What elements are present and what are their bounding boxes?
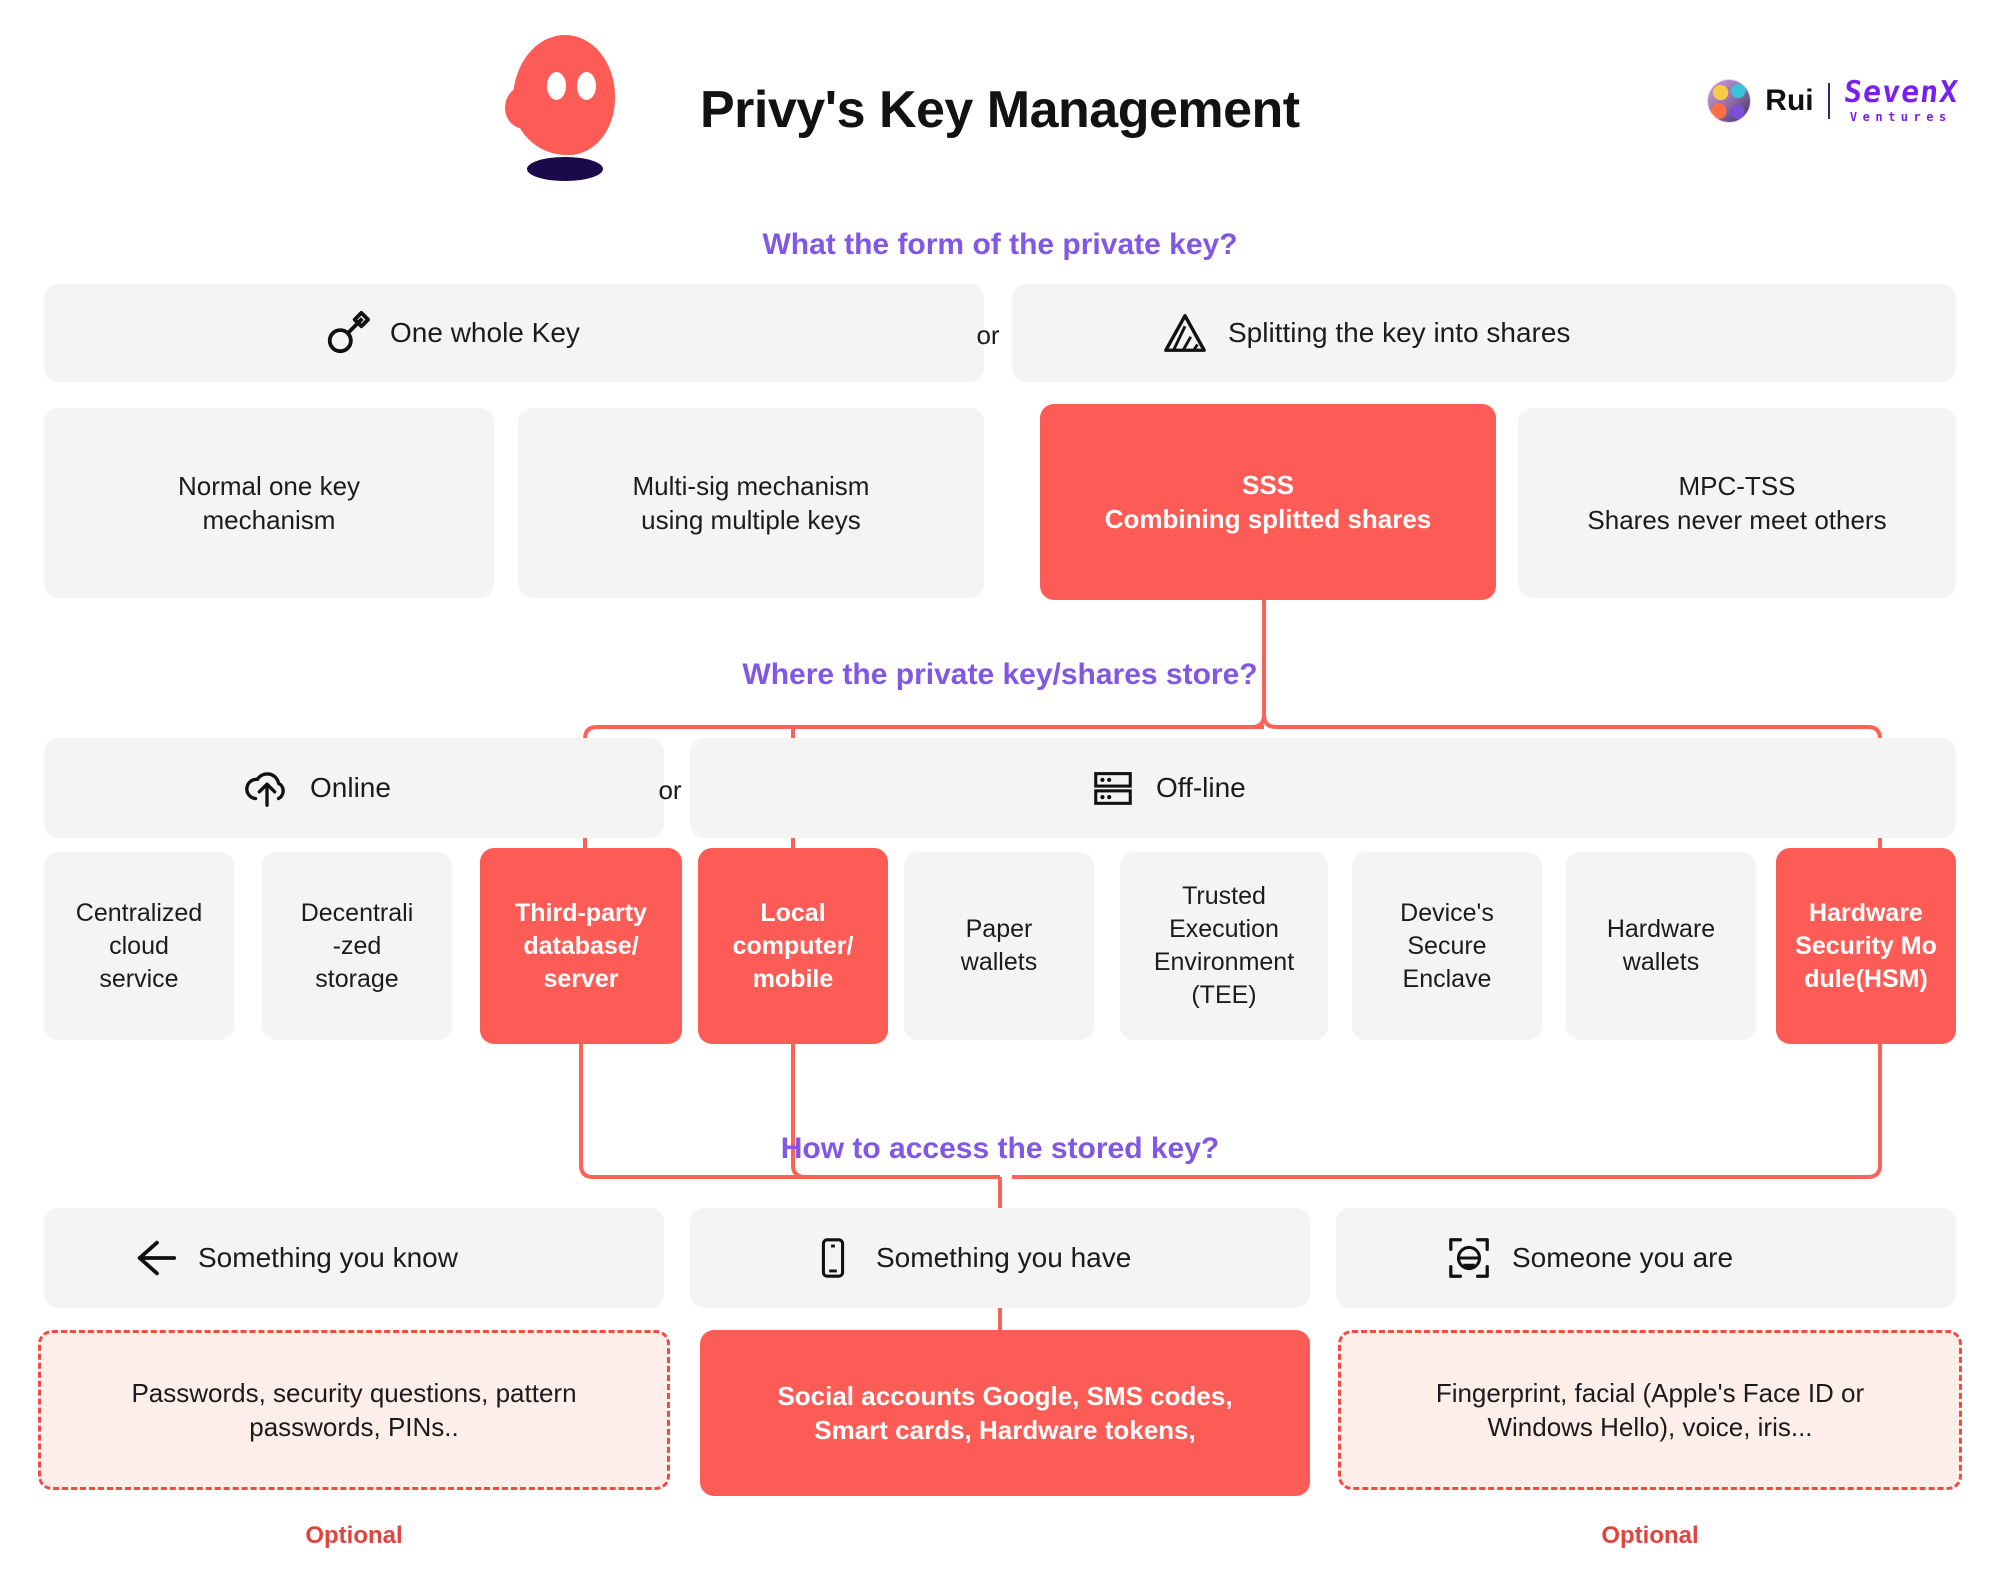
option-paper-wallets[interactable]: Paper wallets <box>904 852 1094 1040</box>
sevenx-logo: SevenX Ventures <box>1841 75 1960 124</box>
option-line-4: (TEE) <box>1191 981 1257 1009</box>
option-line-2: -zed <box>332 931 382 960</box>
option-line-2: Windows Hello), voice, iris... <box>1487 1412 1813 1442</box>
option-mpc-tss[interactable]: MPC-TSS Shares never meet others <box>1518 408 1956 598</box>
option-line-2: Combining splitted shares <box>1104 504 1432 534</box>
or-label-1: or <box>976 320 1000 350</box>
optional-label-right: Optional <box>1601 1522 1699 1549</box>
key-icon <box>327 310 370 354</box>
category-splitting-key-into-shares[interactable]: Splitting the key into shares <box>1012 284 1956 382</box>
option-line-3: Environment <box>1153 948 1295 976</box>
option-line-1: Multi-sig mechanism <box>632 470 870 501</box>
or-label-2: or <box>658 775 682 805</box>
category-label: Splitting the key into shares <box>1228 316 1571 348</box>
option-hardware-wallets[interactable]: Hardware wallets <box>1566 852 1756 1040</box>
option-line-3: service <box>99 964 179 993</box>
server-rack-icon <box>1094 772 1132 805</box>
option-hardware-security-module[interactable]: Hardware Security Mo dule(HSM) <box>1776 848 1956 1044</box>
option-line-2: mechanism <box>202 505 336 535</box>
option-line-3: server <box>543 964 619 993</box>
credit-author-name: Rui <box>1765 83 1814 117</box>
option-line-3: dule(HSM) <box>1804 964 1928 993</box>
category-something-you-know[interactable]: Something you know <box>44 1208 664 1308</box>
option-line-3: storage <box>315 964 399 993</box>
category-label: One whole Key <box>390 316 580 348</box>
option-line-1: Passwords, security questions, pattern <box>131 1377 577 1408</box>
option-centralized-cloud-service[interactable]: Centralized cloud service <box>44 852 234 1040</box>
category-label: Online <box>310 771 391 803</box>
section-question-1: What the form of the private key? <box>762 228 1238 261</box>
option-line-1: Social accounts Google, SMS codes, <box>777 1380 1233 1411</box>
option-line-2: wallets <box>960 948 1038 976</box>
option-line-1: MPC-TSS <box>1678 470 1796 501</box>
option-line-1: Normal one key <box>177 470 361 501</box>
cloud-upload-icon <box>245 772 285 807</box>
sevenx-wordmark: SevenX <box>1841 75 1960 110</box>
option-decentralized-storage[interactable]: Decentrali -zed storage <box>262 852 452 1040</box>
option-line-1: Decentrali <box>300 898 414 927</box>
split-triangle-icon <box>1164 314 1206 352</box>
category-label: Off-line <box>1156 771 1246 803</box>
option-line-1: Paper <box>965 915 1033 943</box>
option-line-1: Hardware <box>1606 915 1716 943</box>
avatar <box>1707 78 1752 123</box>
option-knowledge-factors[interactable]: Passwords, security questions, pattern p… <box>38 1330 670 1490</box>
optional-label-left: Optional <box>305 1522 403 1549</box>
option-line-3: Enclave <box>1402 964 1492 993</box>
face-scan-icon <box>1449 1238 1489 1278</box>
page-title: Privy's Key Management <box>700 81 1300 139</box>
option-multi-sig-mechanism[interactable]: Multi-sig mechanism using multiple keys <box>518 408 984 598</box>
page-header: Privy's Key Management Rui SevenX Ventur… <box>0 0 2000 190</box>
section-question-3: How to access the stored key? <box>780 1132 1220 1165</box>
option-local-computer-mobile[interactable]: Local computer/ mobile <box>698 848 888 1044</box>
option-line-2: wallets <box>1622 948 1700 976</box>
sevenx-tagline: Ventures <box>1849 110 1952 124</box>
option-trusted-execution-environment[interactable]: Trusted Execution Environment (TEE) <box>1120 852 1328 1040</box>
option-line-2: Security Mo <box>1795 931 1937 960</box>
option-line-2: Secure <box>1407 931 1487 960</box>
credit-divider <box>1827 82 1830 119</box>
category-label: Someone you are <box>1512 1241 1734 1273</box>
option-line-2: Shares never meet others <box>1587 505 1887 535</box>
option-line-2: database/ <box>523 931 639 960</box>
option-line-1: Trusted <box>1182 882 1266 910</box>
category-one-whole-key[interactable]: One whole Key <box>44 284 984 382</box>
option-normal-one-key-mechanism[interactable]: Normal one key mechanism <box>44 408 494 598</box>
option-line-1: SSS <box>1241 469 1295 500</box>
option-line-2: cloud <box>109 931 169 960</box>
privy-blob-logo-icon <box>505 35 625 181</box>
option-line-1: Third-party <box>515 898 647 927</box>
option-line-2: computer/ <box>732 931 854 960</box>
option-line-3: mobile <box>752 964 834 993</box>
option-possession-factors[interactable]: Social accounts Google, SMS codes, Smart… <box>700 1330 1310 1496</box>
option-line-1: Hardware <box>1809 898 1923 927</box>
option-line-1: Local <box>760 898 826 927</box>
option-line-1: Centralized <box>75 898 203 927</box>
category-someone-you-are[interactable]: Someone you are <box>1336 1208 1956 1308</box>
option-sss[interactable]: SSS Combining splitted shares <box>1040 404 1496 600</box>
option-line-2: Execution <box>1169 915 1279 943</box>
category-label: Something you know <box>198 1241 458 1273</box>
option-line-2: using multiple keys <box>641 505 861 535</box>
mobile-phone-icon <box>821 1238 845 1278</box>
arrow-left-icon <box>137 1240 177 1276</box>
option-device-secure-enclave[interactable]: Device's Secure Enclave <box>1352 852 1542 1040</box>
option-line-2: Smart cards, Hardware tokens, <box>814 1415 1196 1445</box>
section-question-2: Where the private key/shares store? <box>742 658 1258 691</box>
category-something-you-have[interactable]: Something you have <box>690 1208 1310 1308</box>
category-online[interactable]: Online <box>44 738 664 838</box>
option-line-2: passwords, PINs.. <box>249 1412 459 1442</box>
category-offline[interactable]: Off-line <box>690 738 1956 838</box>
option-line-1: Device's <box>1400 898 1494 927</box>
option-line-1: Fingerprint, facial (Apple's Face ID or <box>1435 1377 1865 1408</box>
option-inherence-factors[interactable]: Fingerprint, facial (Apple's Face ID or … <box>1338 1330 1962 1490</box>
credit-block: Rui SevenX Ventures <box>1707 75 1960 124</box>
category-label: Something you have <box>876 1241 1132 1273</box>
option-third-party-database-server[interactable]: Third-party database/ server <box>480 848 682 1044</box>
